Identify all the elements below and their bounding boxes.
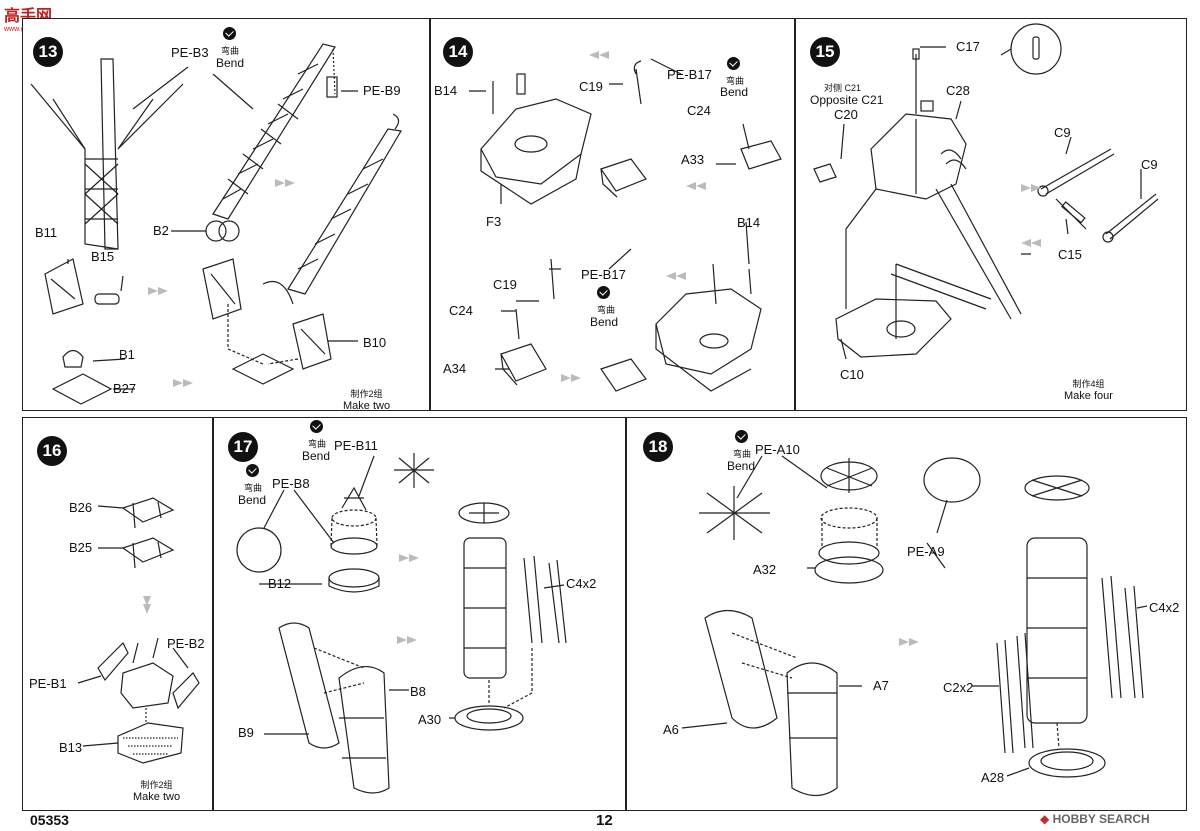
step-14-drawing bbox=[469, 51, 782, 392]
step-18-drawing bbox=[681, 455, 1148, 797]
label-b14-bottom: B14 bbox=[737, 215, 761, 230]
step-16-badge: 16 bbox=[37, 436, 67, 466]
step-14-panel: 14 bbox=[430, 18, 795, 411]
label-b2: B2 bbox=[153, 223, 169, 238]
bend-en: Bend bbox=[302, 449, 331, 463]
label-b11: B11 bbox=[35, 225, 58, 240]
bend-cn: 弯曲 bbox=[221, 46, 240, 56]
make-cn: 制作2组 bbox=[140, 780, 173, 790]
label-b9: B9 bbox=[238, 725, 254, 740]
label-c19-top: C19 bbox=[579, 79, 603, 94]
make-en: Make four bbox=[1064, 390, 1113, 402]
step-16-drawing bbox=[77, 497, 200, 764]
label-a28: A28 bbox=[981, 770, 1005, 785]
label-pe-b3: PE-B3 bbox=[171, 45, 209, 60]
label-c20: C20 bbox=[834, 107, 858, 122]
step-17-panel: 17 bbox=[213, 417, 626, 811]
bend-icon bbox=[223, 27, 236, 40]
label-a34: A34 bbox=[443, 361, 467, 376]
label-b12: B12 bbox=[268, 576, 292, 591]
bend-icon bbox=[597, 286, 610, 299]
label-c24-bottom: C24 bbox=[449, 303, 473, 318]
label-c15: C15 bbox=[1058, 247, 1082, 262]
label-opposite-en: Opposite C21 bbox=[810, 93, 884, 107]
step-18-badge: 18 bbox=[643, 432, 673, 462]
bend-cn: 弯曲 bbox=[244, 483, 263, 493]
label-b26: B26 bbox=[69, 500, 93, 515]
label-b14-top: B14 bbox=[434, 83, 458, 98]
watermark-icon: ◆ bbox=[1040, 812, 1050, 826]
label-a7: A7 bbox=[873, 678, 889, 693]
bend-icon bbox=[310, 420, 323, 433]
make-cn: 制作4组 bbox=[1072, 379, 1105, 389]
product-code: 05353 bbox=[30, 812, 69, 828]
label-b27: B27 bbox=[113, 381, 137, 396]
step-18-panel: 18 bbox=[626, 417, 1187, 811]
label-b15: B15 bbox=[91, 249, 115, 264]
label-b8: B8 bbox=[410, 684, 426, 699]
label-a30: A30 bbox=[418, 712, 442, 727]
label-pe-b1: PE-B1 bbox=[29, 676, 67, 691]
label-a33: A33 bbox=[681, 152, 705, 167]
watermark-text: HOBBY SEARCH bbox=[1052, 812, 1150, 826]
make-en: Make two bbox=[133, 791, 181, 803]
bend-en: Bend bbox=[720, 85, 749, 99]
make-two-note: 制作2组 Make two bbox=[343, 387, 391, 411]
label-pe-b9: PE-B9 bbox=[363, 83, 401, 98]
label-c28: C28 bbox=[946, 83, 970, 98]
bend-icon bbox=[727, 57, 740, 70]
step-17-badge: 17 bbox=[228, 432, 258, 462]
bend-en: Bend bbox=[590, 315, 619, 329]
label-b1: B1 bbox=[119, 347, 135, 362]
label-pe-a9: PE-A9 bbox=[907, 544, 945, 559]
watermark: ◆ HOBBY SEARCH bbox=[1040, 812, 1150, 826]
label-c2x2: C2x2 bbox=[943, 680, 974, 695]
label-b10: B10 bbox=[363, 335, 387, 350]
step-13-panel: 13 bbox=[22, 18, 430, 411]
label-opposite-cn: 对侧 C21 bbox=[824, 83, 862, 93]
label-c24-top: C24 bbox=[687, 103, 711, 118]
label-pe-b8: PE-B8 bbox=[272, 476, 310, 491]
bend-cn: 弯曲 bbox=[726, 76, 745, 86]
label-a32: A32 bbox=[753, 562, 777, 577]
label-pe-b2: PE-B2 bbox=[167, 636, 205, 651]
bend-cn: 弯曲 bbox=[308, 439, 327, 449]
bend-en: Bend bbox=[727, 459, 756, 473]
label-c19-bottom: C19 bbox=[493, 277, 517, 292]
bend-en: Bend bbox=[238, 493, 267, 507]
make-en: Make two bbox=[343, 400, 391, 411]
bend-en: Bend bbox=[216, 56, 245, 70]
step-14-badge: 14 bbox=[443, 37, 473, 67]
label-pe-b11: PE-B11 bbox=[334, 438, 378, 453]
step-15-badge: 15 bbox=[810, 37, 840, 67]
step-13-drawing bbox=[30, 43, 402, 405]
label-c4x2: C4x2 bbox=[566, 576, 597, 591]
bend-cn: 弯曲 bbox=[733, 449, 752, 459]
bend-cn: 弯曲 bbox=[597, 305, 616, 315]
label-c9-right: C9 bbox=[1141, 157, 1158, 172]
step-13-badge: 13 bbox=[33, 37, 63, 67]
step-17-drawing bbox=[236, 453, 567, 794]
label-c17: C17 bbox=[956, 39, 980, 54]
page-number: 12 bbox=[596, 812, 613, 829]
bend-icon bbox=[246, 464, 259, 477]
make-two-note: 制作2组 Make two bbox=[133, 778, 180, 803]
make-four-note: 制作4组 Make four bbox=[1064, 377, 1113, 402]
make-cn: 制作2组 bbox=[350, 389, 383, 399]
bend-icon bbox=[735, 430, 748, 443]
label-a6: A6 bbox=[663, 722, 679, 737]
step-16-panel: 16 B26 B25 PE-B2 PE-B1 B13 制作2组 Make two bbox=[22, 417, 213, 811]
label-b13: B13 bbox=[59, 740, 83, 755]
label-c9-left: C9 bbox=[1054, 125, 1071, 140]
label-pe-b17-bottom: PE-B17 bbox=[581, 267, 626, 282]
label-pe-a10: PE-A10 bbox=[755, 442, 800, 457]
label-c4x2: C4x2 bbox=[1149, 600, 1180, 615]
step-15-drawing bbox=[813, 23, 1159, 360]
label-pe-b17-top: PE-B17 bbox=[667, 67, 712, 82]
label-c10: C10 bbox=[840, 367, 864, 382]
label-f3: F3 bbox=[486, 214, 502, 229]
label-b25: B25 bbox=[69, 540, 93, 555]
step-15-panel: 15 bbox=[795, 18, 1187, 411]
